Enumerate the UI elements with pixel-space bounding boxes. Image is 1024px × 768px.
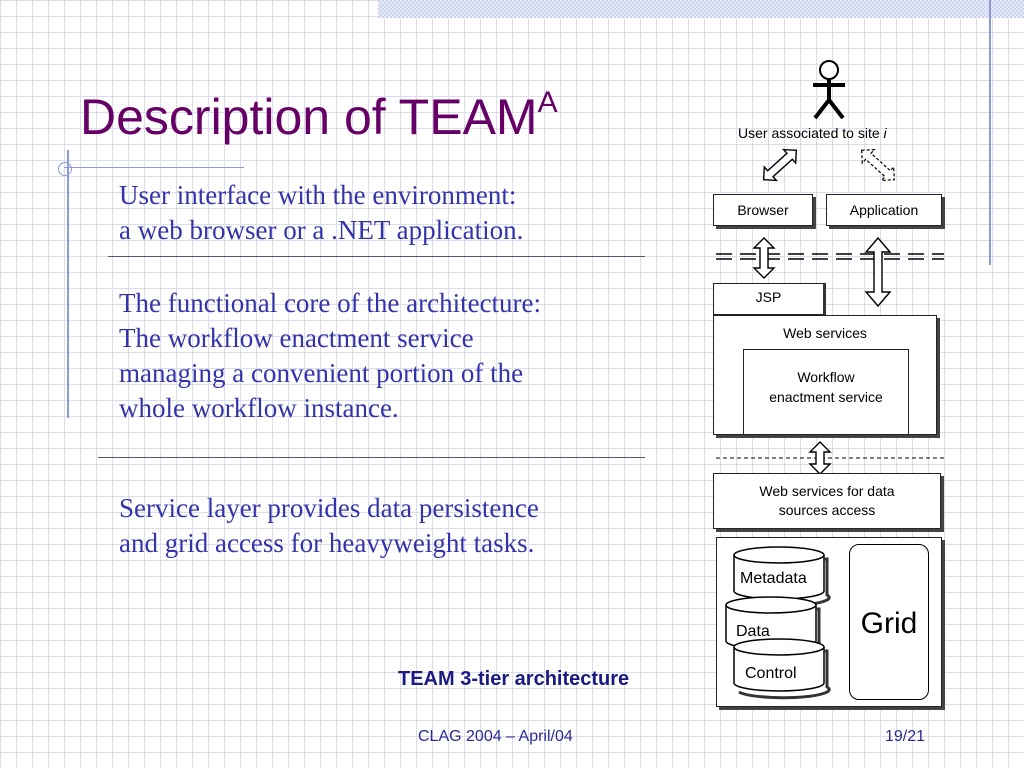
web-services-label: Web services <box>783 325 867 341</box>
workflow-dataservices-arrow-icon <box>808 441 832 475</box>
user-label-text: User associated to site <box>738 125 884 141</box>
section-3-line-2: and grid access for heavyweight tasks. <box>119 528 535 558</box>
decorative-title-rule <box>64 167 244 168</box>
workflow-label-line-1: Workflow <box>797 369 855 385</box>
jsp-box: JSP <box>713 283 826 315</box>
data-access-services-box: Web services for data sources access <box>713 473 941 529</box>
workflow-enactment-box: Workflow enactment service <box>743 349 909 435</box>
user-label-site: i <box>883 125 887 141</box>
slide-title-text: Description of TEAM <box>80 89 538 145</box>
section-2-line-4: whole workflow instance. <box>119 393 399 423</box>
user-figure-icon <box>813 60 845 120</box>
metadata-label: Metadata <box>740 570 807 587</box>
section-1-line-1: User interface with the environment: <box>119 180 517 210</box>
data-access-label-line-2: sources access <box>778 502 876 518</box>
application-double-arrow-icon <box>861 148 895 182</box>
diagram-caption: TEAM 3-tier architecture <box>398 668 630 690</box>
data-cylinder-icon <box>725 596 821 650</box>
jsp-label: JSP <box>755 289 782 305</box>
decorative-corner-circle <box>58 162 72 176</box>
browser-double-arrow-icon <box>762 148 798 182</box>
control-cylinder-icon <box>733 638 831 700</box>
section-separator-2 <box>98 457 645 458</box>
database-cylinders <box>725 546 831 700</box>
decorative-left-rule <box>67 150 69 418</box>
footer-center: CLAG 2004 – April/04 <box>418 728 573 745</box>
section-2-line-2: The workflow enactment service <box>119 323 474 353</box>
section-3-text: Service layer provides data persistence … <box>119 491 539 561</box>
decorative-right-rule <box>989 0 991 265</box>
data-access-label-line-1: Web services for data <box>759 483 895 499</box>
slide-title-superscript: A <box>537 86 558 119</box>
user-label: User associated to site i <box>738 125 887 141</box>
application-webservices-arrow-icon <box>864 236 892 308</box>
browser-box: Browser <box>713 194 813 226</box>
grid-label: Grid <box>860 607 918 640</box>
tier-separator-top <box>716 253 944 260</box>
browser-jsp-arrow-icon <box>752 237 776 279</box>
application-label: Application <box>849 202 919 218</box>
section-2-line-3: managing a convenient portion of the <box>119 358 524 388</box>
slide-title: Description of TEAMA <box>80 86 558 146</box>
grid-box: Grid <box>849 544 929 700</box>
application-box: Application <box>826 194 942 226</box>
section-1-line-2: a web browser or a .NET application. <box>119 215 524 245</box>
browser-label: Browser <box>737 202 789 218</box>
user-arrows <box>762 148 895 182</box>
section-2-text: The functional core of the architecture:… <box>119 286 541 426</box>
workflow-label-line-2: enactment service <box>769 389 883 405</box>
page-number: 19/21 <box>885 728 926 745</box>
tier-connectors <box>716 236 944 475</box>
data-label: Data <box>736 623 770 640</box>
decorative-top-band <box>378 0 1024 18</box>
section-3-line-1: Service layer provides data persistence <box>119 493 539 523</box>
control-label: Control <box>745 665 797 682</box>
section-2-line-1: The functional core of the architecture: <box>119 288 542 318</box>
section-separator-1 <box>108 256 645 257</box>
section-1-text: User interface with the environment: a w… <box>119 178 523 248</box>
